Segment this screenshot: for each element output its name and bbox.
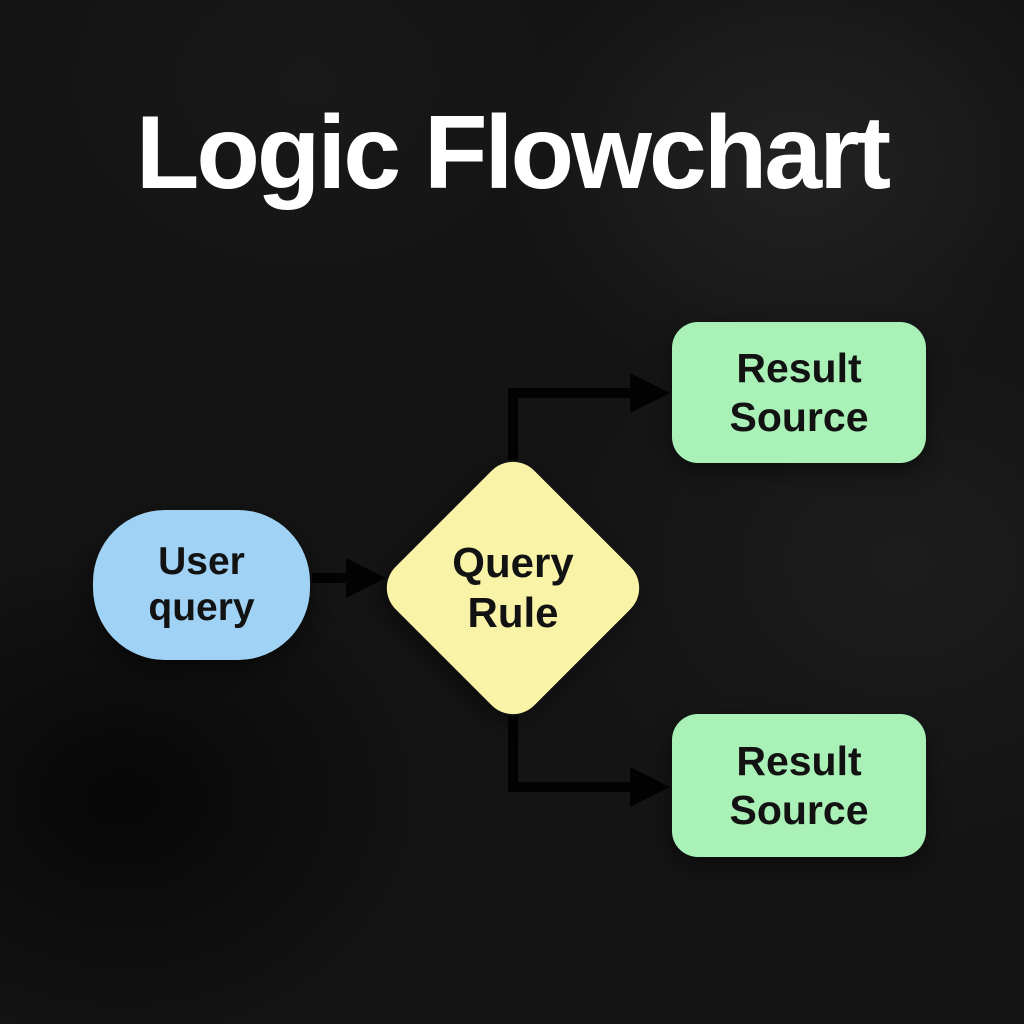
edge-userquery-to-queryrule bbox=[312, 558, 386, 598]
node-result-source-top: Result Source bbox=[672, 322, 926, 463]
node-query-rule-label: Query Rule bbox=[452, 539, 574, 636]
edge-queryrule-to-resultbottom bbox=[508, 716, 670, 807]
node-user-query: User query bbox=[93, 510, 310, 660]
page-title: Logic Flowchart bbox=[135, 95, 891, 211]
edge-queryrule-to-resulttop bbox=[508, 373, 670, 460]
node-result-source-bottom: Result Source bbox=[672, 714, 926, 857]
